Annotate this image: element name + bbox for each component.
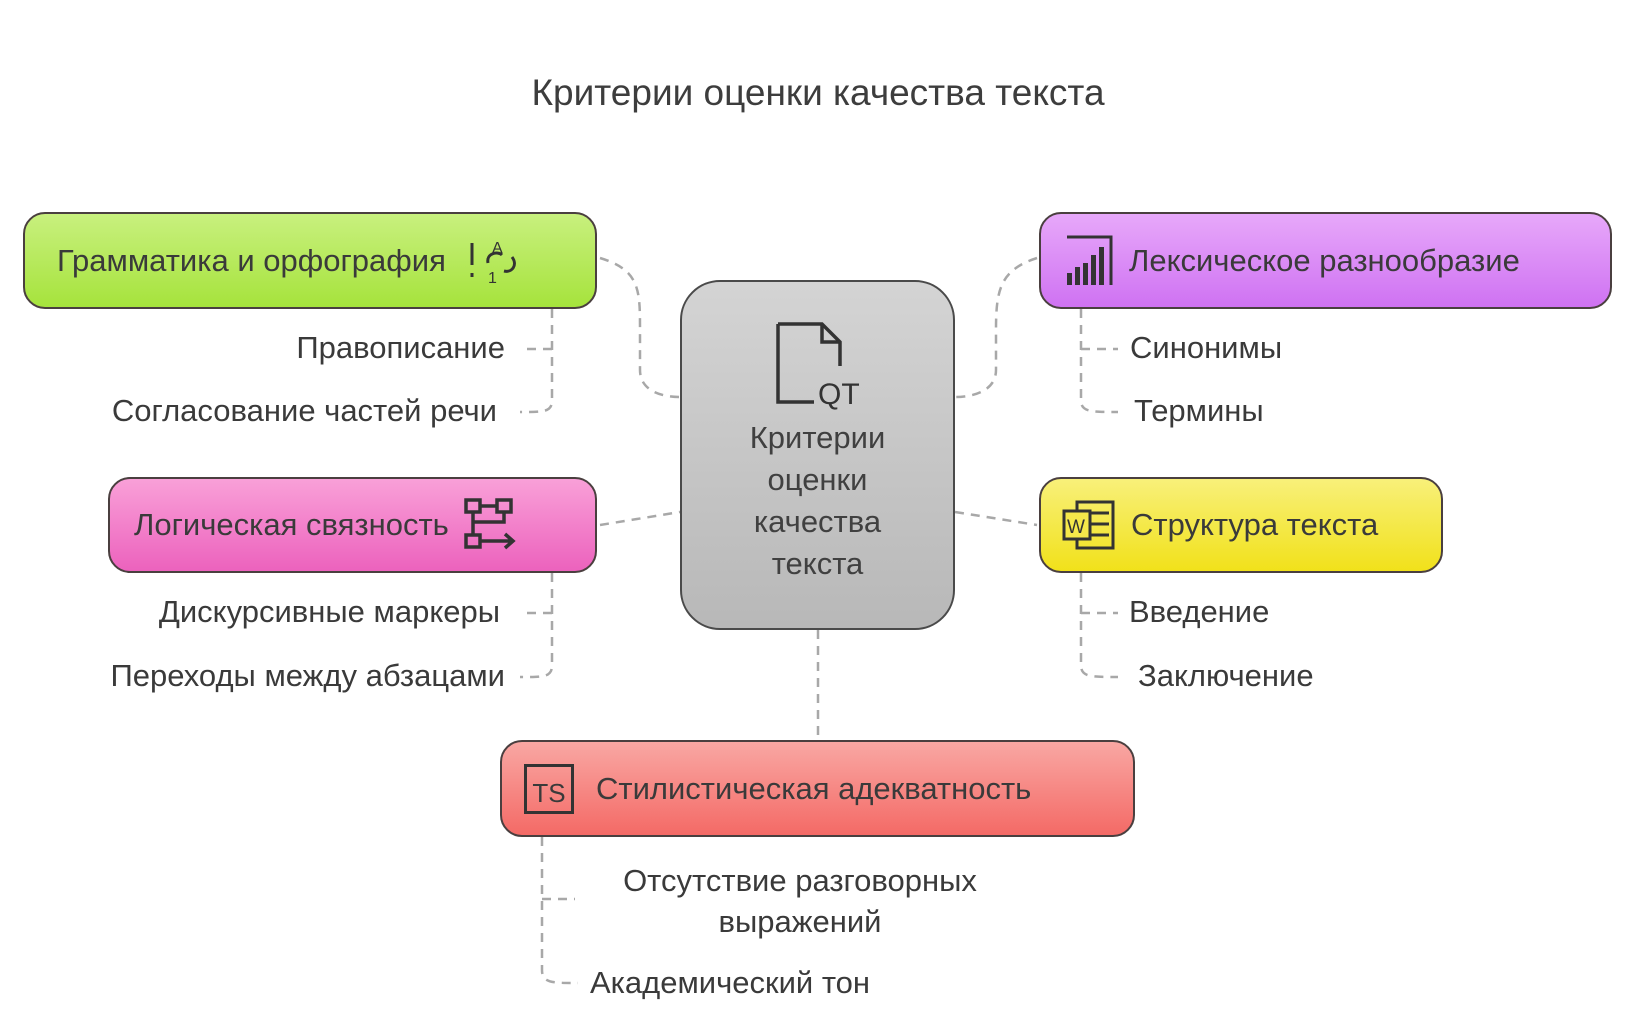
branch-label: Структура текста <box>1131 507 1379 542</box>
branch-lexical: Лексическое разнообразие <box>1039 212 1612 309</box>
branch-logic: Логическая связность <box>108 477 597 573</box>
connector-lexical-items <box>1079 309 1119 414</box>
sub-item: Термины <box>1134 393 1264 428</box>
center-node: QT Критерии оценки качества текста <box>680 280 955 630</box>
sub-item: Правописание <box>296 330 505 365</box>
sub-item: Согласование частей речи <box>111 393 497 428</box>
connector-structure-items <box>1079 573 1119 679</box>
sub-item: Академический тон <box>590 965 871 1000</box>
sub-item: Введение <box>1129 594 1270 629</box>
branch-label: Логическая связность <box>134 507 449 542</box>
svg-text:1: 1 <box>488 270 497 287</box>
connector-structure <box>954 510 1038 527</box>
branch-label: Стилистическая адекватность <box>596 770 1032 806</box>
connector-logic <box>599 510 681 527</box>
svg-text:W: W <box>1067 517 1085 538</box>
connector-logic-items <box>519 573 554 679</box>
document-qt-icon: QT <box>774 320 864 415</box>
connector-grammar <box>599 256 681 399</box>
sub-item: Переходы между абзацами <box>110 658 505 693</box>
sub-item: Заключение <box>1138 658 1314 693</box>
sub-item: Синонимы <box>1130 330 1283 365</box>
word-document-icon: W <box>1061 499 1117 551</box>
branch-label: Лексическое разнообразие <box>1129 242 1520 278</box>
svg-text:QT: QT <box>818 378 860 410</box>
sub-item: Дискурсивные маркеры <box>158 594 500 629</box>
center-label: Критерии оценки качества текста <box>749 420 886 581</box>
branch-style: TS Стилистическая адекватность <box>500 740 1135 837</box>
branch-structure: W Структура текста <box>1039 477 1443 573</box>
connector-lexical <box>954 256 1038 399</box>
flow-diagram-icon <box>463 497 517 553</box>
connector-grammar-items <box>519 309 554 414</box>
diagram-title: Критерии оценки качества текста <box>531 72 1105 113</box>
bar-chart-icon <box>1061 233 1115 289</box>
svg-text:A: A <box>492 240 503 257</box>
branch-label: Грамматика и орфография <box>57 242 446 278</box>
connector-style-items <box>540 837 579 985</box>
typescript-icon: TS <box>524 763 574 814</box>
sub-item: Отсутствие разговорных выражений <box>623 863 977 939</box>
